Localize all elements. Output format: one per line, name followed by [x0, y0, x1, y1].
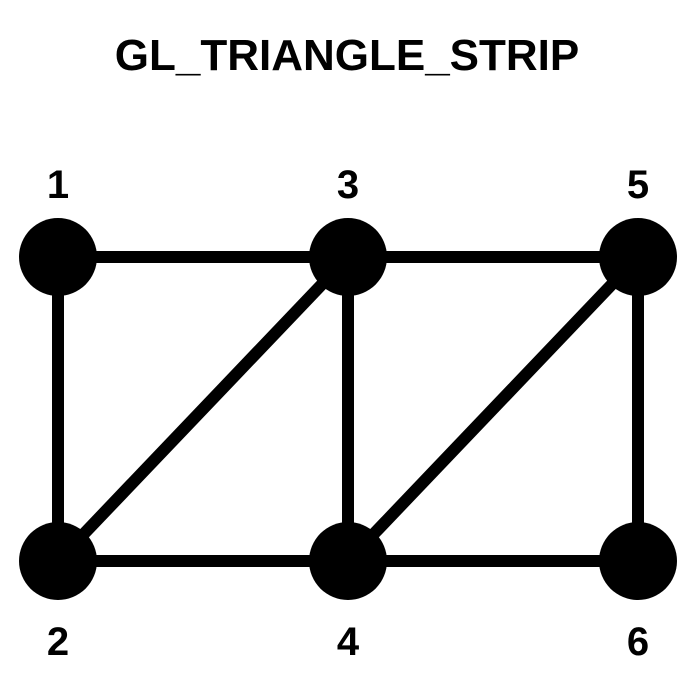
vertex-label-3: 3 [337, 163, 359, 207]
vertex-label-1: 1 [47, 163, 69, 207]
edge-4-5 [343, 252, 643, 566]
vertex-5 [599, 218, 677, 296]
vertex-6 [599, 522, 677, 600]
diagram-title: GL_TRIANGLE_STRIP [114, 31, 580, 80]
vertex-1 [19, 218, 97, 296]
edge-2-3 [53, 252, 353, 566]
labels-layer: 1 2 3 4 5 6 [47, 163, 649, 664]
vertex-label-5: 5 [627, 163, 649, 207]
edges-layer [52, 251, 644, 567]
vertex-label-2: 2 [47, 620, 69, 664]
vertex-label-4: 4 [337, 620, 360, 664]
vertices-layer [19, 218, 677, 600]
vertex-3 [309, 218, 387, 296]
vertex-label-6: 6 [627, 620, 649, 664]
vertex-4 [309, 522, 387, 600]
vertex-2 [19, 522, 97, 600]
